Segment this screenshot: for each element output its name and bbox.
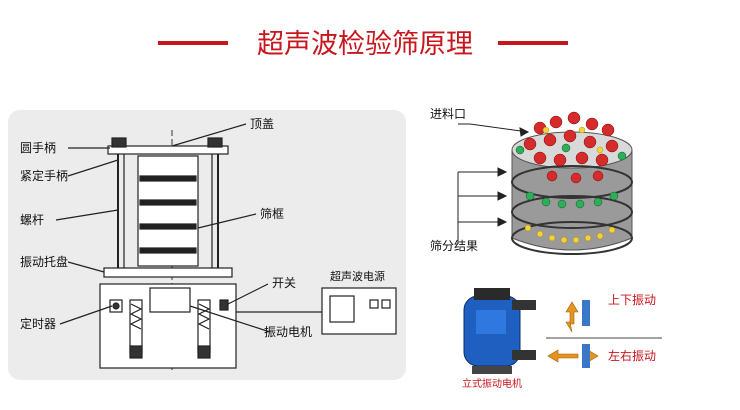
switch-button (219, 299, 229, 311)
balls-small (524, 126, 616, 244)
round-handle-left (111, 137, 127, 148)
label-timer: 定时器 (20, 316, 56, 331)
balls-medium (515, 143, 627, 209)
label-vertical-motor: 立式振动电机 (462, 377, 522, 390)
spring-coil-right (197, 303, 211, 330)
leader-timer (59, 305, 113, 325)
leader-top-cover (171, 123, 247, 147)
vibration-tray (103, 267, 233, 278)
title-left-rule (158, 41, 228, 45)
top-cover (107, 145, 229, 155)
leader-vibration-tray (67, 261, 105, 273)
label-tighten-handle: 紧定手柄 (20, 168, 68, 183)
spring-coil-left (129, 303, 143, 330)
layered-sieve (511, 111, 633, 255)
label-ultrasonic-power: 超声波电源 (330, 269, 385, 283)
label-feed-inlet: 进料口 (430, 107, 466, 121)
sieve-layer-3 (139, 223, 197, 230)
leader-vibration-motor (189, 305, 271, 333)
label-screw-rod: 螺杆 (20, 213, 44, 227)
label-vibration-motor: 振动电机 (264, 325, 312, 339)
vibration-indicator (546, 300, 662, 368)
round-handle-right (207, 137, 223, 148)
label-switch: 开关 (272, 276, 296, 290)
leader-switch (227, 283, 269, 305)
label-sieve-result: 筛分结果 (430, 238, 478, 253)
sieve-layer-4 (139, 247, 197, 254)
label-round-handle: 圆手柄 (20, 141, 56, 155)
title-right-rule (498, 41, 568, 45)
leader-tighten-handle (67, 159, 119, 177)
label-sieve-frame: 筛框 (260, 206, 284, 221)
label-top-cover: 顶盖 (250, 117, 274, 131)
balls-large (523, 111, 619, 184)
title-bar: 超声波检验筛原理 (0, 22, 740, 62)
label-left-right: 左右振动 (608, 348, 656, 363)
sieve-machine (55, 123, 397, 372)
leader-sieve-frame (197, 213, 257, 229)
label-up-down: 上下振动 (608, 293, 656, 307)
page-title: 超声波检验筛原理 (257, 29, 473, 60)
motor-housing (149, 287, 191, 313)
label-vibration-tray: 振动托盘 (20, 254, 68, 269)
foot-right (197, 345, 211, 359)
sieve-arrows (457, 123, 530, 244)
leader-screw-rod (55, 209, 119, 221)
sieve-layer-1 (139, 175, 197, 182)
sieve-layer-2 (139, 199, 197, 206)
foot-left (129, 345, 143, 359)
vertical-motor (463, 288, 536, 374)
